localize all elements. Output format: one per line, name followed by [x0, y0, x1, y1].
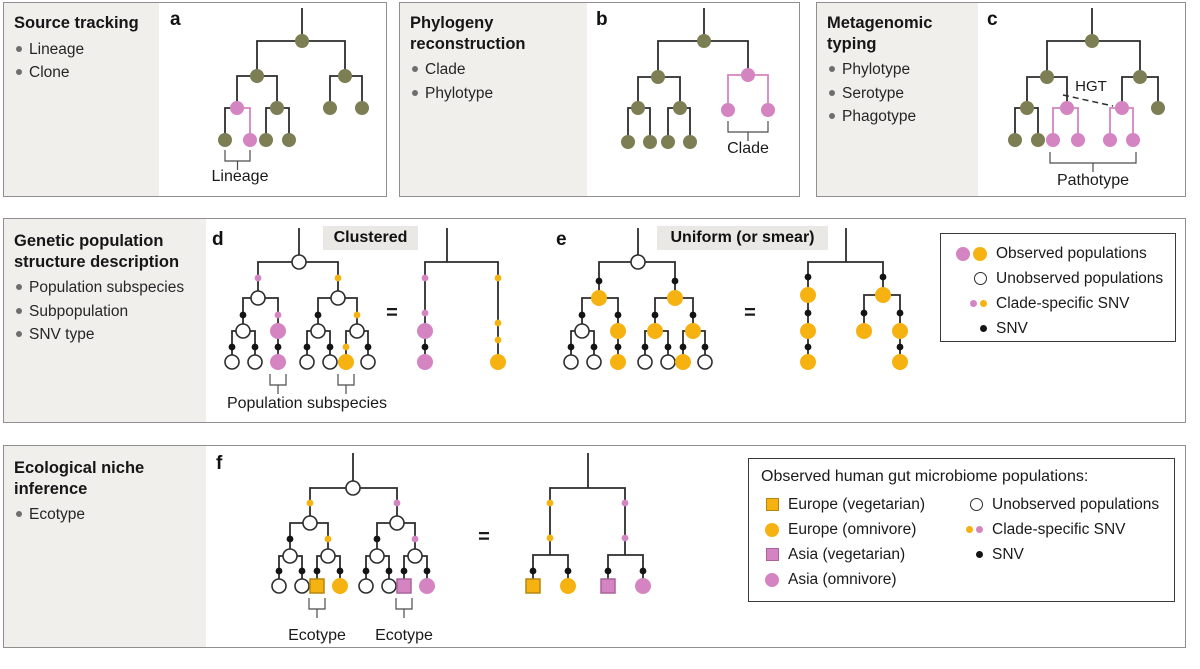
- legend-item: Unobserved populations: [949, 266, 1167, 291]
- swatch-sq-yellow: [766, 498, 779, 511]
- panel-title-metagenomic-typing: Metagenomic typing: [827, 14, 933, 53]
- legend-item: SNV: [949, 316, 1167, 341]
- legend-item: Clade-specific SNV: [953, 517, 1159, 542]
- legend-item: Asia (vegetarian): [761, 542, 953, 567]
- legend-swatches: [953, 526, 983, 533]
- panel-letter-e: e: [556, 229, 567, 250]
- legend-swatches: [761, 548, 779, 561]
- swatch-sq-pink: [766, 548, 779, 561]
- legend-label: SNV: [992, 545, 1024, 563]
- bullet-item: SNV type: [14, 325, 196, 344]
- panel-title-phylogeny-reconstruction: Phylogeny reconstruction: [410, 14, 526, 53]
- legend-item: SNV: [953, 542, 1159, 567]
- bullet-item: Population subspecies: [14, 278, 196, 297]
- swatch-snv-yellow: [966, 526, 973, 533]
- panel-title-genetic-population-structure: Genetic population structure description: [14, 232, 180, 271]
- swatch-snv: [980, 325, 987, 332]
- swatch-snv: [976, 551, 983, 558]
- swatch-snv-pink: [970, 300, 977, 307]
- legend-swatches: [761, 522, 779, 537]
- legend-item: Asia (omnivore): [761, 567, 953, 592]
- legend-swatches: [761, 572, 779, 587]
- legend-gut-microbiome-title: Observed human gut microbiome population…: [761, 468, 1089, 485]
- legend-label: Unobserved populations: [992, 495, 1160, 513]
- bullet-item: Serotype: [827, 84, 968, 103]
- legend-label: Clade-specific SNV: [992, 520, 1126, 538]
- legend-label: Europe (omnivore): [788, 520, 917, 538]
- bullet-item: Phylotype: [827, 60, 968, 79]
- legend-item: Europe (omnivore): [761, 517, 953, 542]
- legend-swatches: [953, 498, 983, 511]
- legend-swatches: [761, 498, 779, 511]
- legend-item: Observed populations: [949, 241, 1167, 266]
- swatch-open: [974, 272, 987, 285]
- bullet-item: Clone: [14, 63, 149, 82]
- bullet-item: Lineage: [14, 40, 149, 59]
- panel-letter-b: b: [596, 9, 608, 30]
- legend-label: Observed populations: [996, 244, 1147, 262]
- legend-label: Clade-specific SNV: [996, 294, 1130, 312]
- panel-letter-d: d: [212, 229, 224, 250]
- panel-letter-f: f: [216, 453, 223, 474]
- legend-label: Asia (omnivore): [788, 570, 897, 588]
- panel-letter-a: a: [170, 9, 181, 30]
- legend-label: Asia (vegetarian): [788, 545, 906, 563]
- bullet-list-ecological-niche-inference: Ecotype: [14, 505, 196, 524]
- swatch-yellow-big: [973, 246, 987, 261]
- legend-swatches: [949, 246, 987, 261]
- bullet-item: Phagotype: [827, 107, 968, 126]
- bullet-item: Clade: [410, 60, 577, 79]
- swatch-yellow-big: [765, 522, 779, 537]
- bullet-item: Phylotype: [410, 84, 577, 103]
- legend-label: Europe (vegetarian): [788, 495, 925, 513]
- legend-item: Clade-specific SNV: [949, 291, 1167, 316]
- legend-gut-microbiome: Observed human gut microbiome population…: [748, 458, 1175, 602]
- swatch-pink-big: [956, 246, 970, 261]
- sidebar-genetic-population-structure: Genetic population structure description…: [4, 219, 206, 422]
- legend-swatches: [949, 272, 987, 285]
- legend-label: SNV: [996, 319, 1028, 337]
- sidebar-ecological-niche-inference: Ecological niche inference Ecotype: [4, 446, 206, 647]
- tag-clustered: Clustered: [323, 226, 418, 250]
- swatch-snv-pink: [976, 526, 983, 533]
- legend-swatches: [949, 300, 987, 307]
- legend-item: Europe (vegetarian): [761, 492, 953, 517]
- swatch-pink-big: [765, 572, 779, 587]
- swatch-snv-yellow: [980, 300, 987, 307]
- legend-gut-microbiome-columns: Europe (vegetarian) Europe (omnivore) Asia…: [761, 492, 1162, 592]
- bullet-item: Subpopulation: [14, 302, 196, 321]
- legend-item: Unobserved populations: [953, 492, 1159, 517]
- panel-title-ecological-niche-inference: Ecological niche inference: [14, 459, 145, 498]
- swatch-open: [970, 498, 983, 511]
- legend-swatches: [949, 325, 987, 332]
- panel-title-source-tracking: Source tracking: [14, 14, 139, 32]
- bullet-item: Ecotype: [14, 505, 196, 524]
- legend-swatches: [953, 551, 983, 558]
- panel-letter-c: c: [987, 9, 998, 30]
- legend-column-1: Europe (vegetarian) Europe (omnivore) Asia…: [761, 492, 953, 592]
- tag-uniform-or-smear: Uniform (or smear): [657, 226, 828, 250]
- legend-label: Unobserved populations: [996, 269, 1164, 287]
